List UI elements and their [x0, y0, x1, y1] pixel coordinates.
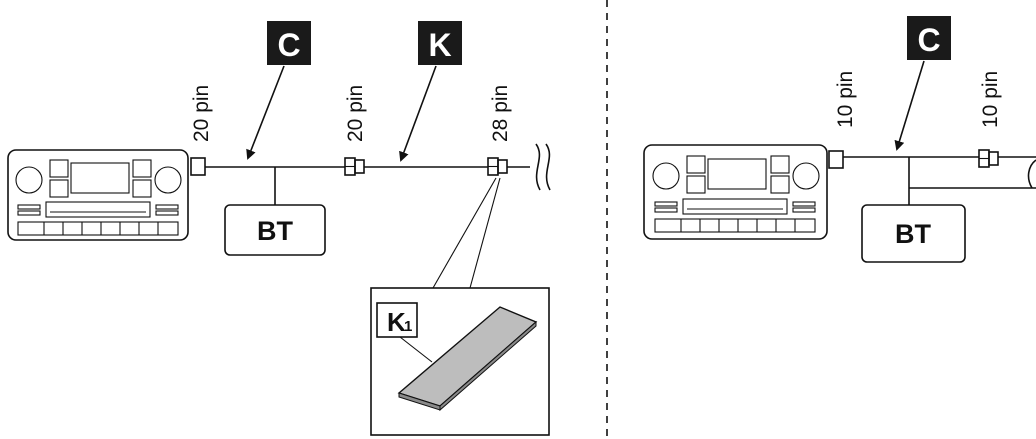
- right-bt-label: BT: [895, 219, 931, 249]
- left-label-k: K: [418, 21, 462, 65]
- left-connector-middle: [344, 157, 365, 176]
- left-label-c-text: C: [277, 27, 300, 63]
- right-pin-label-2: 10 pin: [979, 71, 1002, 128]
- left-wire-break-icon: [535, 143, 551, 191]
- right-wire-loop: [1027, 159, 1036, 189]
- left-pin-label-1: 20 pin: [190, 85, 213, 142]
- left-detail-callout-lines: [432, 177, 501, 289]
- right-label-c: C: [907, 16, 951, 60]
- left-detail-box: K 1: [370, 287, 550, 436]
- right-label-c-text: C: [917, 22, 940, 58]
- k1-label-text: K: [387, 307, 406, 337]
- left-label-k-text: K: [428, 27, 451, 63]
- left-connector-radio: [190, 157, 206, 176]
- left-pin-label-3: 28 pin: [489, 85, 512, 142]
- left-pin-label-2: 20 pin: [344, 85, 367, 142]
- k1-label-subscript: 1: [404, 318, 412, 335]
- right-connector-radio: [828, 150, 844, 169]
- left-connector-28pin: [487, 157, 508, 176]
- left-arrow-c: [246, 65, 285, 160]
- left-bt-label: BT: [257, 216, 293, 246]
- right-bt-module: BT: [861, 204, 966, 263]
- k1-card-icon: [397, 306, 538, 412]
- right-arrow-c: [894, 60, 925, 151]
- right-connector-10pin: [978, 149, 999, 168]
- left-arrow-k: [399, 65, 437, 162]
- right-radio-unit: [643, 144, 828, 240]
- left-radio-unit: [7, 149, 189, 241]
- left-bt-module: BT: [224, 204, 326, 256]
- right-pin-label-1: 10 pin: [834, 71, 857, 128]
- left-label-c: C: [267, 21, 311, 65]
